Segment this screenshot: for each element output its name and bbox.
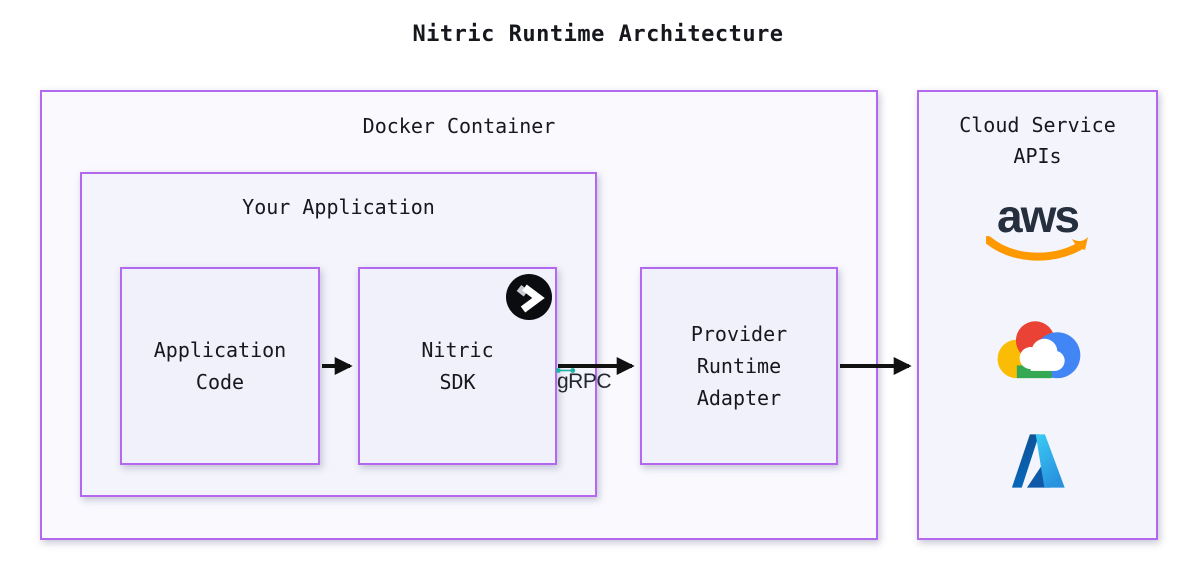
grpc-text: gRPC xyxy=(557,370,612,393)
grpc-antenna-icon xyxy=(555,368,576,373)
azure-logo xyxy=(1011,434,1065,488)
aws-logo: aws xyxy=(983,190,1093,268)
google-cloud-logo xyxy=(991,321,1084,384)
cloud-service-apis-label: Cloud Service APIs xyxy=(917,110,1158,172)
nitric-sdk-label: Nitric SDK xyxy=(421,338,494,394)
provider-runtime-adapter-label: Provider Runtime Adapter xyxy=(690,322,788,410)
cloud-service-apis-box xyxy=(917,90,1158,540)
your-application-label: Your Application xyxy=(242,195,435,219)
docker-container-label: Docker Container xyxy=(362,114,556,138)
application-code-label: Application Code xyxy=(153,338,287,394)
provider-runtime-adapter-box xyxy=(640,267,838,465)
cloud-label-line2: APIs xyxy=(1013,144,1062,168)
cloud-provider-logos: aws xyxy=(917,190,1158,492)
application-code-box xyxy=(120,267,320,465)
diagram-title: Nitric Runtime Architecture xyxy=(412,22,784,47)
nitric-logo-icon xyxy=(506,274,552,320)
cloud-label-line1: Cloud Service xyxy=(959,113,1116,137)
grpc-label: gRPC xyxy=(555,368,612,394)
aws-smile-icon xyxy=(985,236,1088,261)
aws-wordmark: aws xyxy=(997,190,1080,242)
